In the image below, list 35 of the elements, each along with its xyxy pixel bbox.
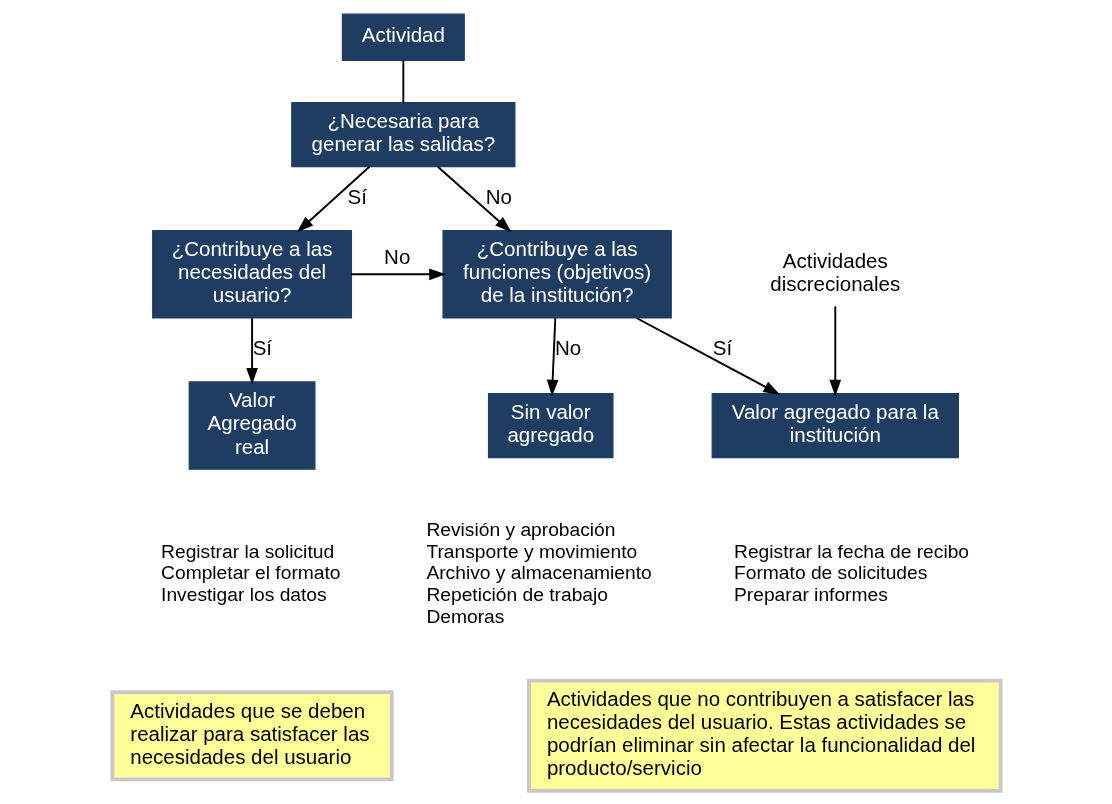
arrow [436,165,511,232]
arrow [245,316,258,385]
arrow [828,304,841,396]
arrow [635,316,780,395]
edge-label: No [383,244,410,268]
arrow [350,268,446,280]
node-label: Investigar los datos [160,583,327,605]
edge-label: No [554,335,581,359]
node-label: Archivo y almacenamiento [425,561,652,583]
arrow [296,165,370,232]
edge-label: Sí [712,335,732,359]
node-box: ¿Contribuye a las funciones (objetivos) de la institución? [441,229,672,319]
node-label: Demoras [425,605,504,627]
edge-label: Sí [252,335,272,359]
arrow [546,316,558,396]
node-box: ¿Necesaria para generar las salidas? [290,101,515,167]
node-box: ¿Contribuye a las necesidades del usuario? [151,229,352,319]
node-label: Registrar la solicitud [160,540,334,562]
node-box: Actividades que no contribuyen a satisfacer las necesidades del usuario. Estas actividades se podrían eliminar sin afectar la funcionalidad del producto/servicio [526,678,1003,793]
node-label: Completar el formato [160,561,341,583]
node-box: Actividades que se deben realizar para satisfacer las necesidades del usuario [109,689,394,781]
node-box: Actividad [341,13,465,61]
edge-label: No [485,184,512,208]
node-text: Actividades discrecionales [769,248,900,295]
node-label: Repetición de trabajo [425,583,608,605]
node-label: Preparar informes [733,583,888,605]
node-label: Revisión y aprobación [425,518,615,540]
connector [401,59,404,103]
node-label: Transporte y movimiento [425,540,637,562]
node-box: Sin valor agregado [487,392,614,458]
edge-label: Sí [347,184,367,208]
node-label: Formato de solicitudes [733,561,927,583]
node-box: Valor Agregado real [188,380,316,470]
node-box: Valor agregado para la institución [711,392,959,458]
node-label: Registrar la fecha de recibo [733,540,969,562]
